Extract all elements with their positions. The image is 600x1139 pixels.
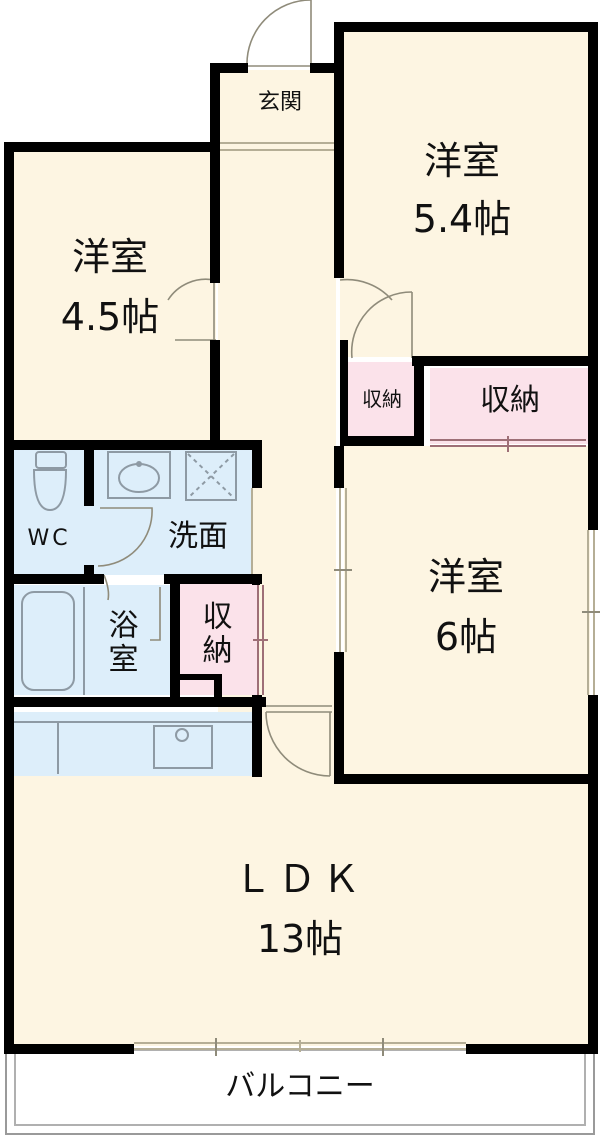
ldk-size: 13帖 bbox=[256, 917, 344, 961]
storage-3-label: 収納 bbox=[196, 600, 232, 668]
toilet-icon bbox=[32, 451, 68, 512]
ldk-label: ＬＤＫ bbox=[233, 857, 366, 901]
balcony-label: バルコニー bbox=[225, 1069, 375, 1104]
walls bbox=[4, 22, 598, 1054]
washroom-door-icon bbox=[97, 507, 153, 567]
bathtub-icon bbox=[21, 591, 75, 691]
western-room-3-label: 洋室 bbox=[427, 555, 504, 599]
western-room-1-size: 5.4帖 bbox=[412, 197, 512, 241]
washbasin-icon bbox=[107, 451, 171, 499]
storage-1-label: 収納 bbox=[362, 387, 402, 411]
windows bbox=[134, 142, 600, 1056]
western-room-3-size: 6帖 bbox=[434, 615, 498, 659]
western-room-2-label: 洋室 bbox=[71, 235, 148, 279]
room-5-4-door-icon bbox=[339, 278, 413, 359]
ldk-door-icon bbox=[265, 705, 332, 777]
room-fills bbox=[12, 32, 590, 1046]
doors bbox=[97, 0, 413, 777]
fixtures bbox=[12, 451, 252, 774]
entrance-door-icon bbox=[246, 0, 312, 67]
kitchen-counter-icon bbox=[12, 721, 252, 774]
bathroom-label: 浴室 bbox=[102, 609, 138, 677]
entrance-label: 玄関 bbox=[257, 90, 302, 115]
western-room-1-label: 洋室 bbox=[423, 139, 500, 183]
washroom-label: 洗面 bbox=[168, 519, 228, 554]
room-4-5-door-icon bbox=[167, 278, 216, 341]
western-room-2-size: 4.5帖 bbox=[60, 295, 160, 339]
bathroom-door-icon bbox=[103, 574, 161, 641]
wc-label: WC bbox=[27, 526, 71, 551]
storage-2-label: 収納 bbox=[480, 383, 540, 418]
washing-machine-space-icon bbox=[185, 451, 237, 501]
